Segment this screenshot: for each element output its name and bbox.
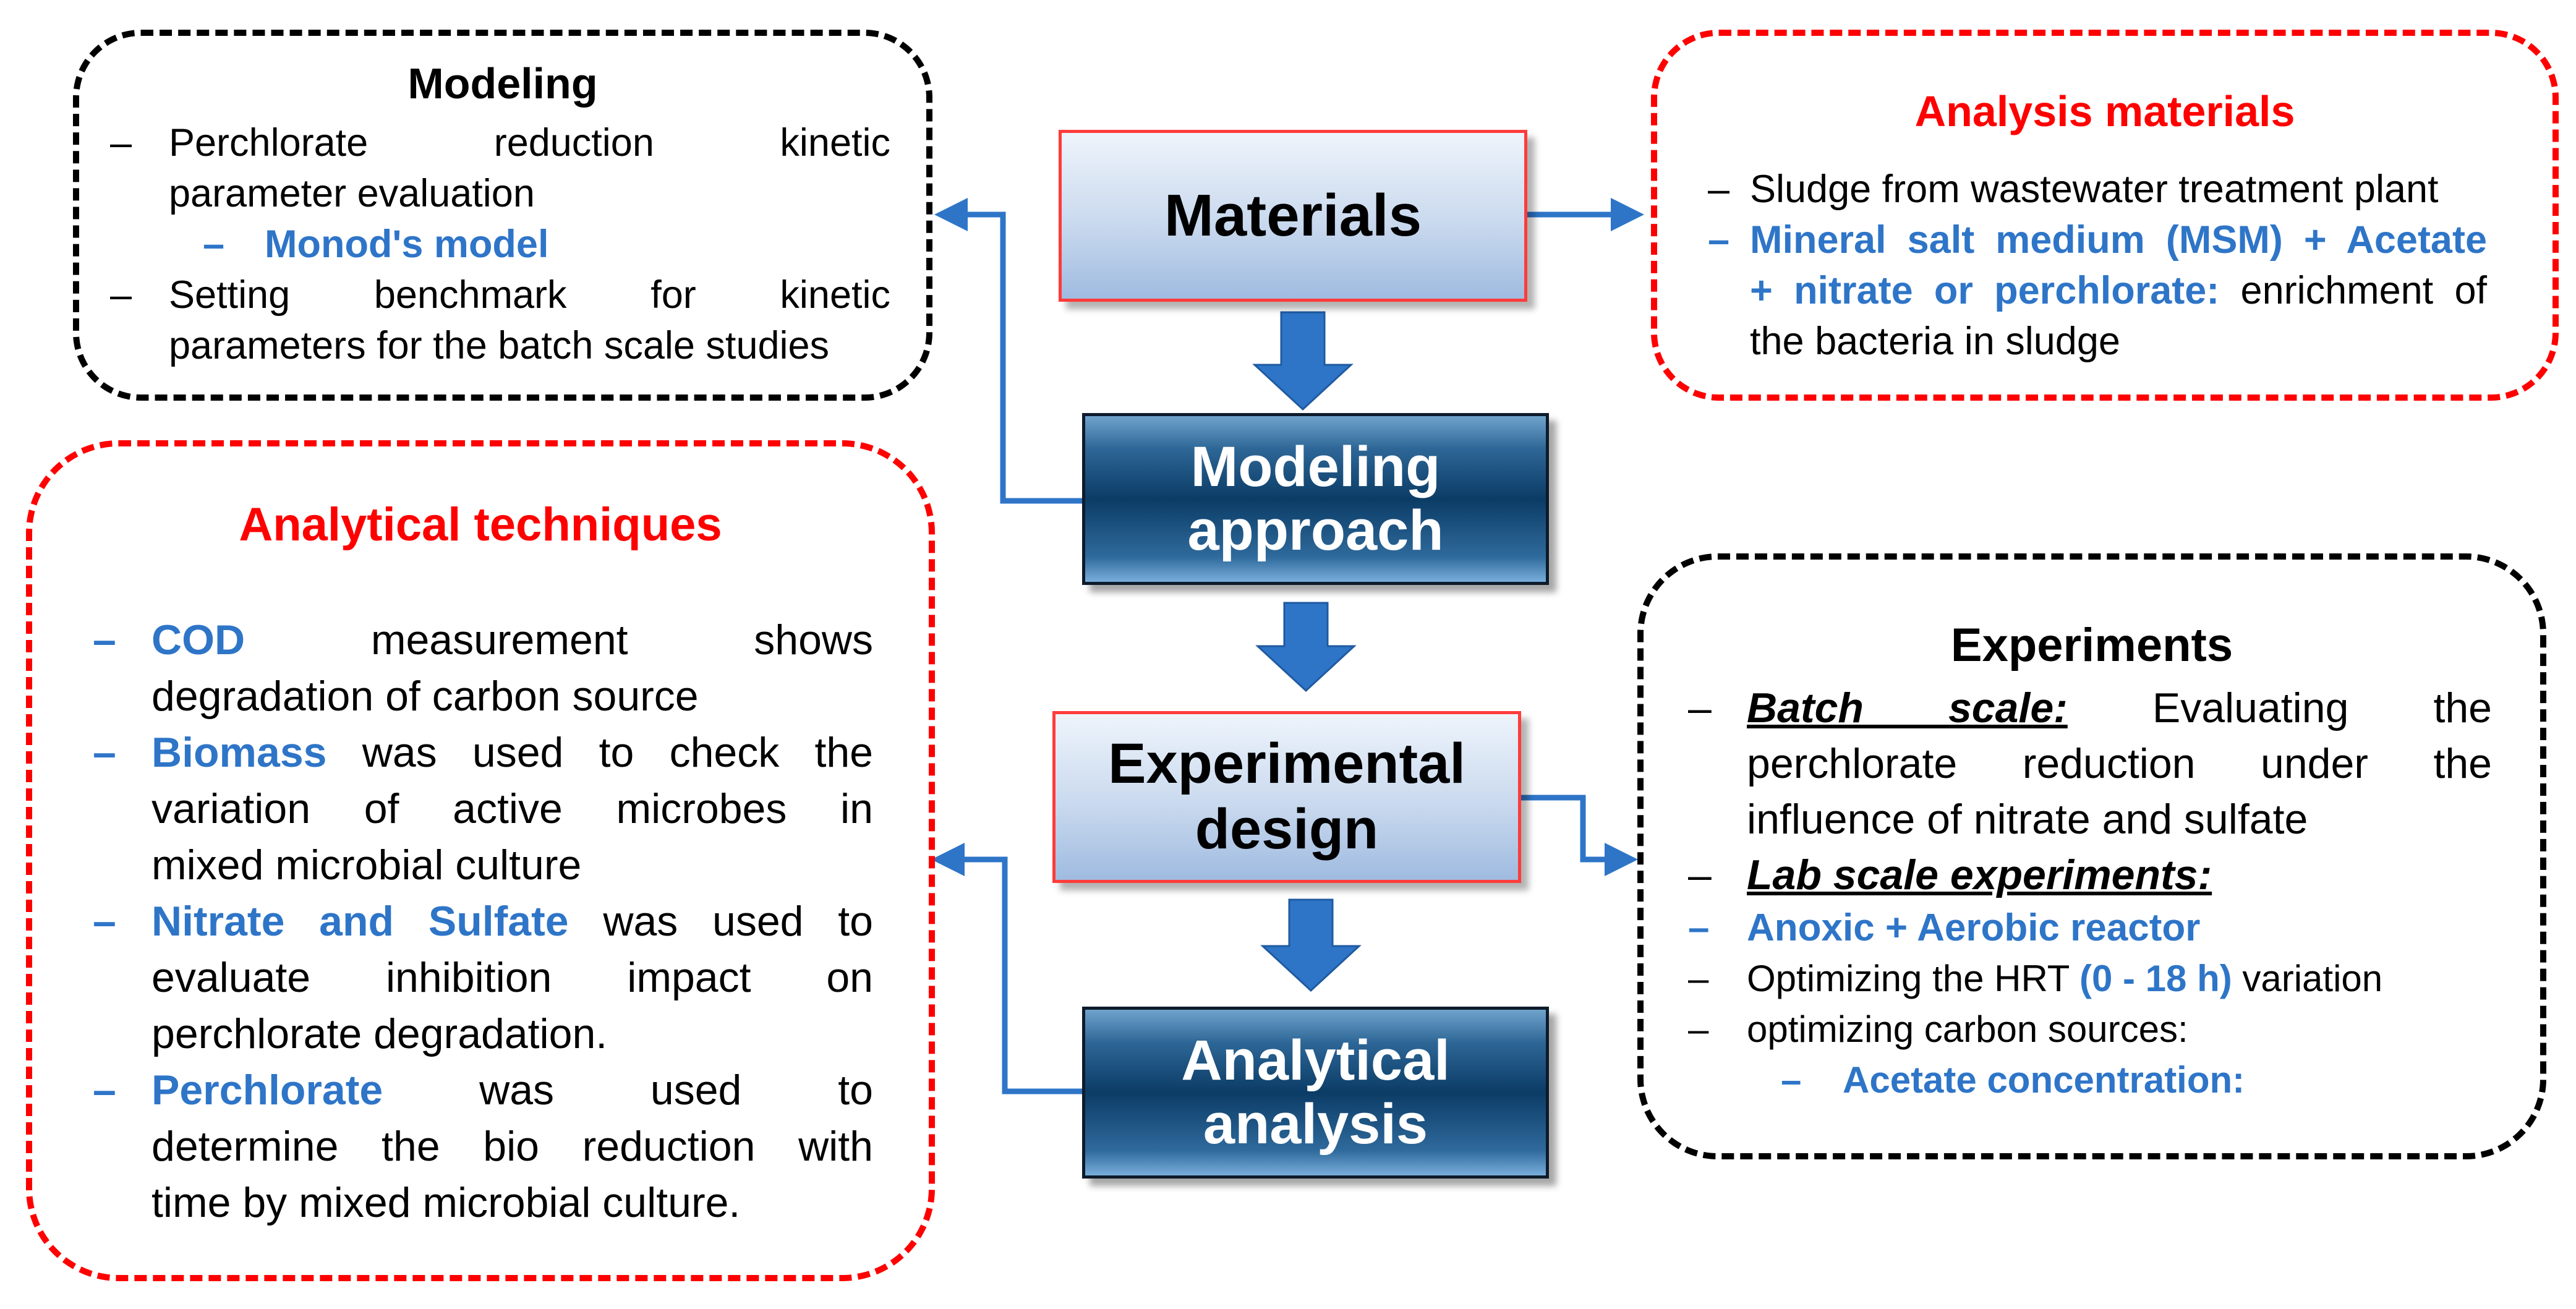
list-item: – Nitrate and Sulfate was used to evalua… (93, 898, 873, 1057)
analytical-analysis-line2: analysis (1203, 1093, 1428, 1156)
list-item: – Optimizing the HRT (0 - 18 h) variatio… (1688, 958, 2383, 999)
list-item: – Biomass was used to check the variatio… (93, 729, 873, 889)
list-item: – optimizing carbon sources: (1688, 1008, 2188, 1050)
modeling-approach-line2: approach (1187, 499, 1444, 562)
experiments-list: – Batch scale: Evaluating the perchlorat… (1688, 680, 2492, 1106)
list-item: – Mineral salt medium (MSM) + Acetate + … (1708, 218, 2488, 363)
materials-box: Materials (1059, 130, 1527, 302)
modeling-list: – Perchlorate reduction kinetic paramete… (110, 117, 890, 371)
arrow-analytical-analysis-to-techniques (931, 843, 1082, 1094)
list-item: – Acetate concentration: (1781, 1059, 2245, 1101)
arrow-modeling-approach-to-modeling (934, 198, 1082, 504)
experimental-design-line1: Experimental (1108, 732, 1465, 796)
modeling-title: Modeling (407, 59, 598, 108)
experiments-panel (1637, 553, 2546, 1159)
list-item: – Batch scale: Evaluating the perchlorat… (1688, 684, 2492, 843)
experimental-design-line2: design (1195, 798, 1379, 861)
analytical-techniques-panel (26, 440, 935, 1281)
analytical-techniques-title: Analytical techniques (239, 498, 722, 551)
analysis-materials-list: – Sludge from wastewater treatment plant… (1708, 164, 2487, 367)
analytical-techniques-list: – COD measurement shows degradation of c… (93, 612, 873, 1231)
modeling-approach-line1: Modeling (1190, 435, 1441, 498)
list-item: – Monod's model (203, 223, 549, 266)
list-item: – Anoxic + Aerobic reactor (1688, 906, 2201, 949)
materials-label: Materials (1164, 182, 1422, 249)
list-item: – Perchlorate reduction kinetic paramete… (110, 121, 890, 215)
list-item: – Perchlorate was used to determine the … (93, 1067, 873, 1226)
list-item: – Lab scale experiments: (1688, 851, 2212, 898)
analysis-materials-title: Analysis materials (1914, 87, 2295, 135)
list-item: – COD measurement shows degradation of c… (93, 616, 873, 720)
arrow-experimental-design-to-experiments (1521, 795, 1638, 876)
experimental-design-box: Experimental design (1052, 711, 1521, 883)
experiments-title: Experiments (1950, 619, 2233, 672)
modeling-approach-box: Modeling approach (1082, 413, 1549, 585)
monod-model-label: Monod's model (265, 223, 549, 266)
list-item: – Sludge from wastewater treatment plant (1708, 168, 2439, 211)
analysis-materials-panel (1651, 30, 2559, 401)
analytical-analysis-box: Analytical analysis (1082, 1007, 1549, 1179)
list-item: – Setting benchmark for kinetic paramete… (110, 273, 890, 367)
down-arrow-3 (1260, 898, 1362, 992)
down-arrow-1 (1252, 311, 1354, 411)
analytical-analysis-line1: Analytical (1181, 1028, 1450, 1092)
down-arrow-2 (1255, 602, 1357, 693)
modeling-panel (73, 30, 932, 401)
